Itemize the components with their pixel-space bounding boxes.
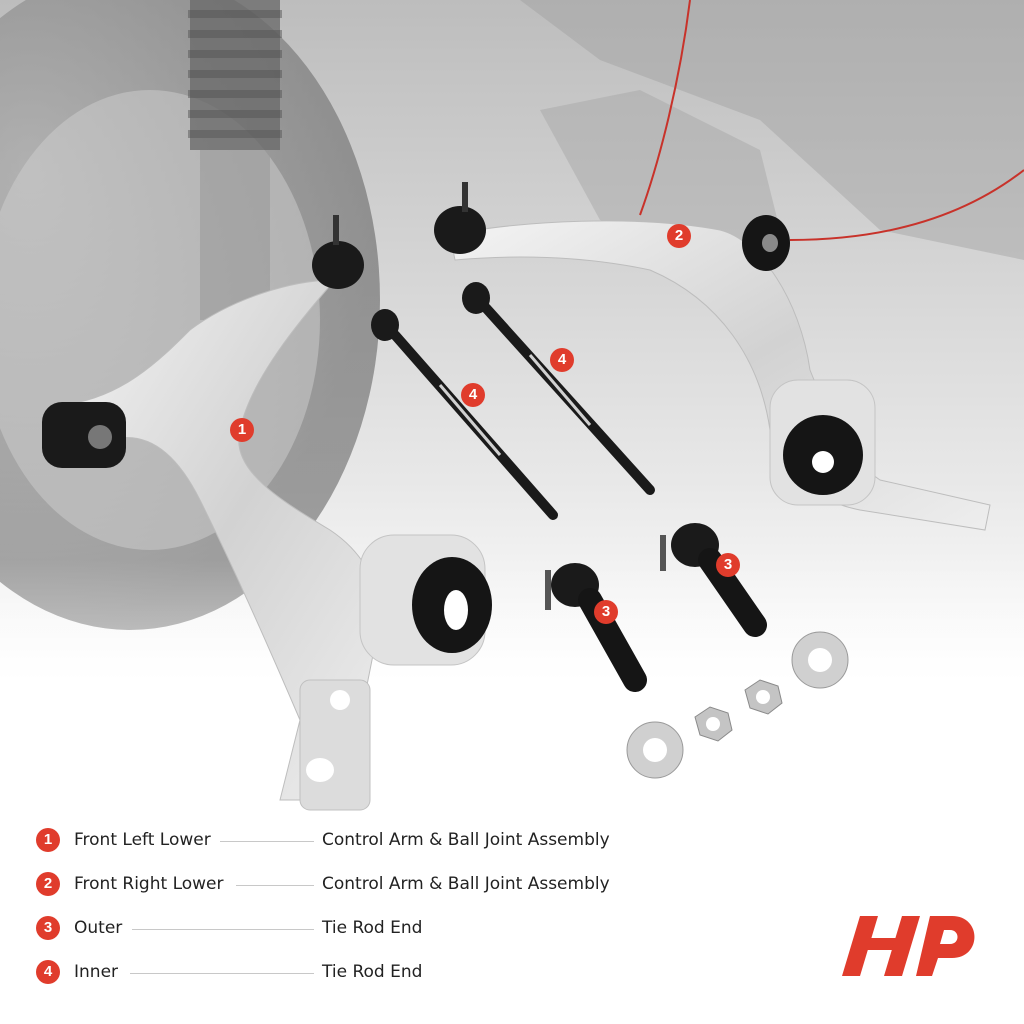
legend-divider [132, 929, 314, 930]
callout-badge-4-right: 4 [550, 348, 574, 372]
legend-part-name: Front Left Lower [74, 830, 211, 850]
legend-row: 3 Outer Tie Rod End [36, 916, 676, 942]
legend-part-name: Outer [74, 918, 123, 938]
hardware-set [626, 631, 849, 779]
legend-part-description: Control Arm & Ball Joint Assembly [322, 874, 610, 894]
legend-row: 1 Front Left Lower Control Arm & Ball Jo… [36, 828, 676, 854]
legend-part-name: Front Right Lower [74, 874, 224, 894]
legend-divider [220, 841, 314, 842]
callout-badge-3-left: 3 [594, 600, 618, 624]
legend-part-name: Inner [74, 962, 119, 982]
legend-badge: 2 [36, 872, 60, 896]
control-arm-front-right [434, 182, 991, 531]
inner-tie-rod-left [371, 309, 558, 520]
legend-badge: 4 [36, 960, 60, 984]
legend-row: 2 Front Right Lower Control Arm & Ball J… [36, 872, 676, 898]
callout-badge-4-left: 4 [461, 383, 485, 407]
legend-badge: 1 [36, 828, 60, 852]
control-arm-front-left [42, 215, 492, 811]
legend-row: 4 Inner Tie Rod End [36, 960, 676, 986]
legend-badge: 3 [36, 916, 60, 940]
legend-part-description: Control Arm & Ball Joint Assembly [322, 830, 610, 850]
callout-badge-3-right: 3 [716, 553, 740, 577]
legend-divider [130, 973, 314, 974]
inner-tie-rod-right [462, 282, 655, 495]
callout-badge-2: 2 [667, 224, 691, 248]
legend-part-description: Tie Rod End [322, 962, 423, 982]
legend-divider [236, 885, 314, 886]
brand-logo-icon [842, 916, 975, 976]
callout-badge-1: 1 [230, 418, 254, 442]
legend-part-description: Tie Rod End [322, 918, 423, 938]
parts-legend: 1 Front Left Lower Control Arm & Ball Jo… [0, 820, 700, 1000]
